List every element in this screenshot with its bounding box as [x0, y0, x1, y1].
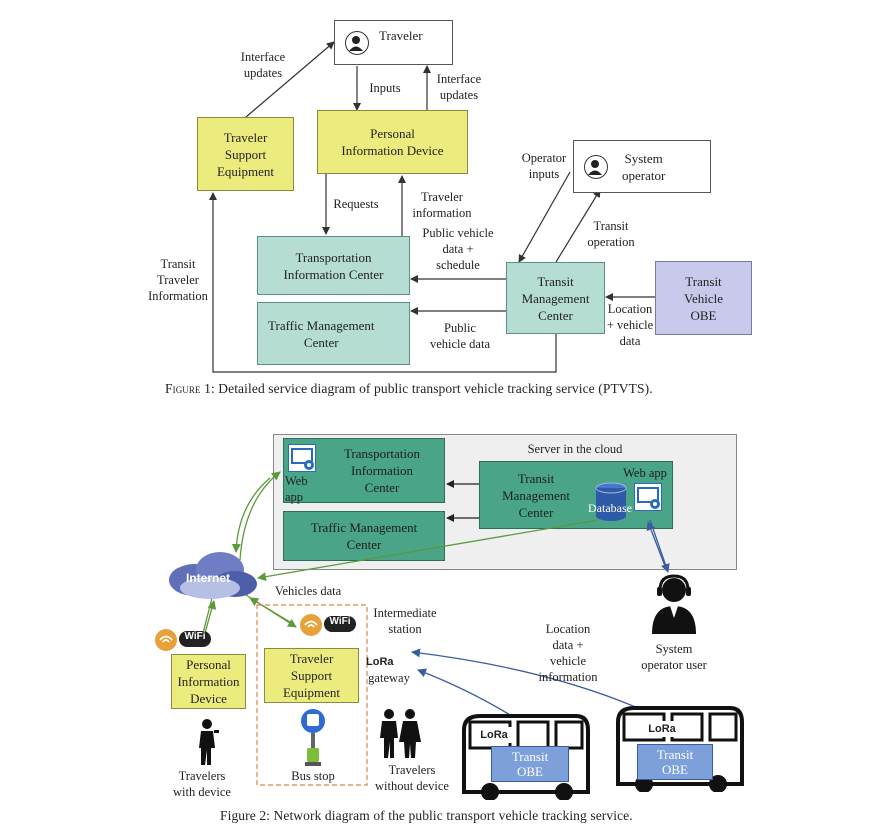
inputs-label: Inputs: [369, 81, 401, 95]
transit-obe-2-box: Transit OBE: [637, 744, 713, 780]
transit-obe-1-box: Transit OBE: [491, 746, 569, 782]
bus-stop-icon: [299, 708, 327, 768]
transit-operation-label: Transit operation: [587, 219, 635, 249]
travelers-with-device-label: Travelers with device: [173, 769, 231, 799]
transit-traveler-information-label: Transit Traveler Information: [148, 257, 208, 303]
figure1-caption-text: 1: Detailed service diagram of public tr…: [204, 381, 653, 396]
personal-information-device-box: Personal Information Device: [317, 110, 468, 174]
server-in-cloud-label: Server in the cloud: [527, 442, 623, 456]
lora-bus1-label: LoRa: [476, 727, 512, 743]
lora-bus2-label: LoRa: [644, 721, 680, 737]
figure1-caption-prefix: Figure: [165, 381, 201, 396]
traveler-label: Traveler: [379, 28, 423, 43]
f2-tic-label: Transportation Information Center: [343, 446, 421, 495]
interface-updates-right-label: Interface updates: [436, 72, 482, 102]
f2-personal-information-device-box: Personal Information Device: [171, 654, 246, 709]
traveler-with-device-icon: [196, 718, 222, 766]
database-label: Database: [588, 501, 632, 515]
transportation-information-center-box: Transportation Information Center: [257, 236, 410, 295]
database-icon: [594, 482, 628, 522]
internet-label: Internet: [185, 571, 230, 585]
traffic-management-center-box: Traffic Management Center: [257, 302, 410, 365]
location-vehicle-data-label: Location + vehicle data: [606, 302, 654, 348]
travelers-without-device-label: Travelers without device: [375, 763, 449, 793]
vehicles-data-label: Vehicles data: [274, 584, 342, 598]
gateway-label: gateway: [368, 671, 410, 685]
public-vehicle-data-label: Public vehicle data: [429, 321, 491, 351]
traveler-information-label: Traveler information: [412, 190, 472, 220]
web-app-left-label: Web app: [285, 474, 308, 504]
lora-gateway-icon: [369, 650, 407, 666]
bus-stop-label: Bus stop: [291, 769, 335, 783]
wifi-left-label: WiFi: [184, 631, 206, 642]
traveler-support-equipment-box: Traveler Support Equipment: [197, 117, 294, 191]
internet-cloud-icon: [165, 548, 261, 600]
system-operator-label: System operator: [622, 150, 666, 183]
system-operator-box: System operator: [573, 140, 711, 193]
person-icon: [345, 30, 369, 55]
f2-traveler-support-equipment-box: Traveler Support Equipment: [264, 648, 359, 703]
public-vehicle-data-schedule-label: Public vehicle data + schedule: [422, 226, 494, 272]
transit-management-center-box: Transit Management Center: [506, 262, 605, 334]
wifi-right-icon: [300, 612, 358, 638]
web-app-icon: [288, 444, 316, 472]
wifi-right-label: WiFi: [329, 616, 351, 627]
travelers-without-device-icon: [378, 708, 422, 760]
intermediate-station-label: Intermediate station: [373, 606, 437, 636]
figure1-caption: Figure 1: Detailed service diagram of pu…: [165, 381, 653, 397]
web-app-right-label: Web app: [623, 466, 667, 480]
operator-inputs-label: Operator inputs: [521, 151, 567, 181]
bus-stop-zone: [256, 604, 368, 786]
interface-updates-left-label: Interface updates: [240, 50, 286, 80]
system-operator-user-label: System operator user: [641, 642, 707, 672]
figure2-caption: Figure 2: Network diagram of the public …: [220, 808, 633, 823]
wifi-left-icon: [155, 627, 213, 653]
operator-headset-icon: [648, 572, 700, 634]
person-icon: [584, 154, 608, 179]
f2-tmc-label: Transit Management Center: [502, 471, 570, 520]
requests-label: Requests: [333, 197, 379, 211]
transit-vehicle-obe-box: Transit Vehicle OBE: [655, 261, 752, 335]
web-app-right-icon: [634, 483, 662, 511]
traveler-box: Traveler: [334, 20, 453, 65]
location-vehicle-information-label: Location data + vehicle information: [538, 622, 598, 684]
lora-gateway-label: LoRa: [366, 656, 394, 668]
